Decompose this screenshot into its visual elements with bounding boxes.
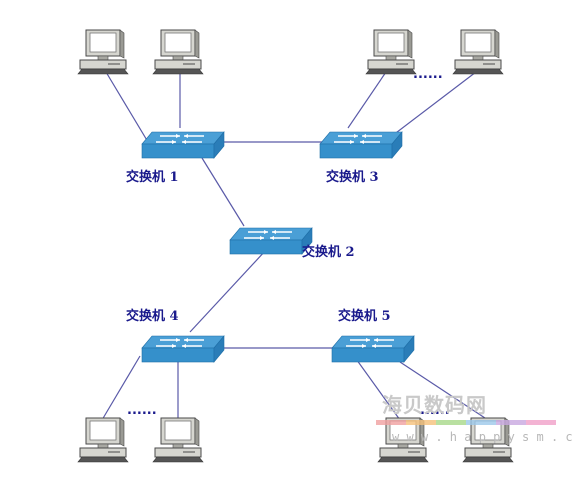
watermark-url: w w w . h a p p y s m . c n xyxy=(392,430,581,444)
switch-1-label: 交换机 1 xyxy=(126,169,179,185)
watermark-stripe xyxy=(376,420,556,425)
links-layer xyxy=(101,71,489,421)
switch-5-label: 交换机 5 xyxy=(338,308,391,324)
switch-2-label: 交换机 2 xyxy=(302,244,355,260)
link-s5-pc2 xyxy=(399,361,489,421)
pc-s1-right-icon xyxy=(152,29,204,75)
switch-4-label: 交换机 4 xyxy=(126,308,179,324)
link-s5-pc1 xyxy=(353,355,401,421)
watermark-stripe-segment xyxy=(406,420,436,425)
switch-2-icon xyxy=(229,227,313,255)
watermark-stripe-segment xyxy=(436,420,466,425)
link-s1-s2 xyxy=(201,157,245,227)
pc-s3-left-icon xyxy=(365,29,417,75)
link-s2-s4 xyxy=(189,249,267,333)
watermark-stripe-segment xyxy=(496,420,526,425)
pc-s1-left-icon xyxy=(77,29,129,75)
ellipsis-bottom-left: ...... xyxy=(127,403,157,418)
pc-s3-right-icon xyxy=(452,29,504,75)
ellipsis-top-right: ...... xyxy=(413,67,443,82)
link-s3-pc2 xyxy=(383,71,477,143)
switch-1-icon xyxy=(141,131,225,159)
switch-5-icon xyxy=(331,335,415,363)
pc-s4-left-icon xyxy=(77,417,129,463)
switch-3-label: 交换机 3 xyxy=(326,169,379,185)
watermark-stripe-segment xyxy=(526,420,556,425)
watermark-title: 海贝数码网 xyxy=(382,393,487,417)
link-s1-pc1 xyxy=(105,71,149,143)
link-s3-pc1 xyxy=(347,71,387,129)
switch-4-icon xyxy=(141,335,225,363)
watermark: 海贝数码网 w w w . h a p p y s m . c n xyxy=(376,393,581,444)
switches-layer xyxy=(141,131,415,363)
link-s4-pc1 xyxy=(101,355,141,421)
ellipsis-bottom-right: ...... xyxy=(420,403,450,418)
watermark-stripe-segment xyxy=(376,420,406,425)
watermark-stripe-segment xyxy=(466,420,496,425)
switch-3-icon xyxy=(319,131,403,159)
pc-s4-right-icon xyxy=(152,417,204,463)
